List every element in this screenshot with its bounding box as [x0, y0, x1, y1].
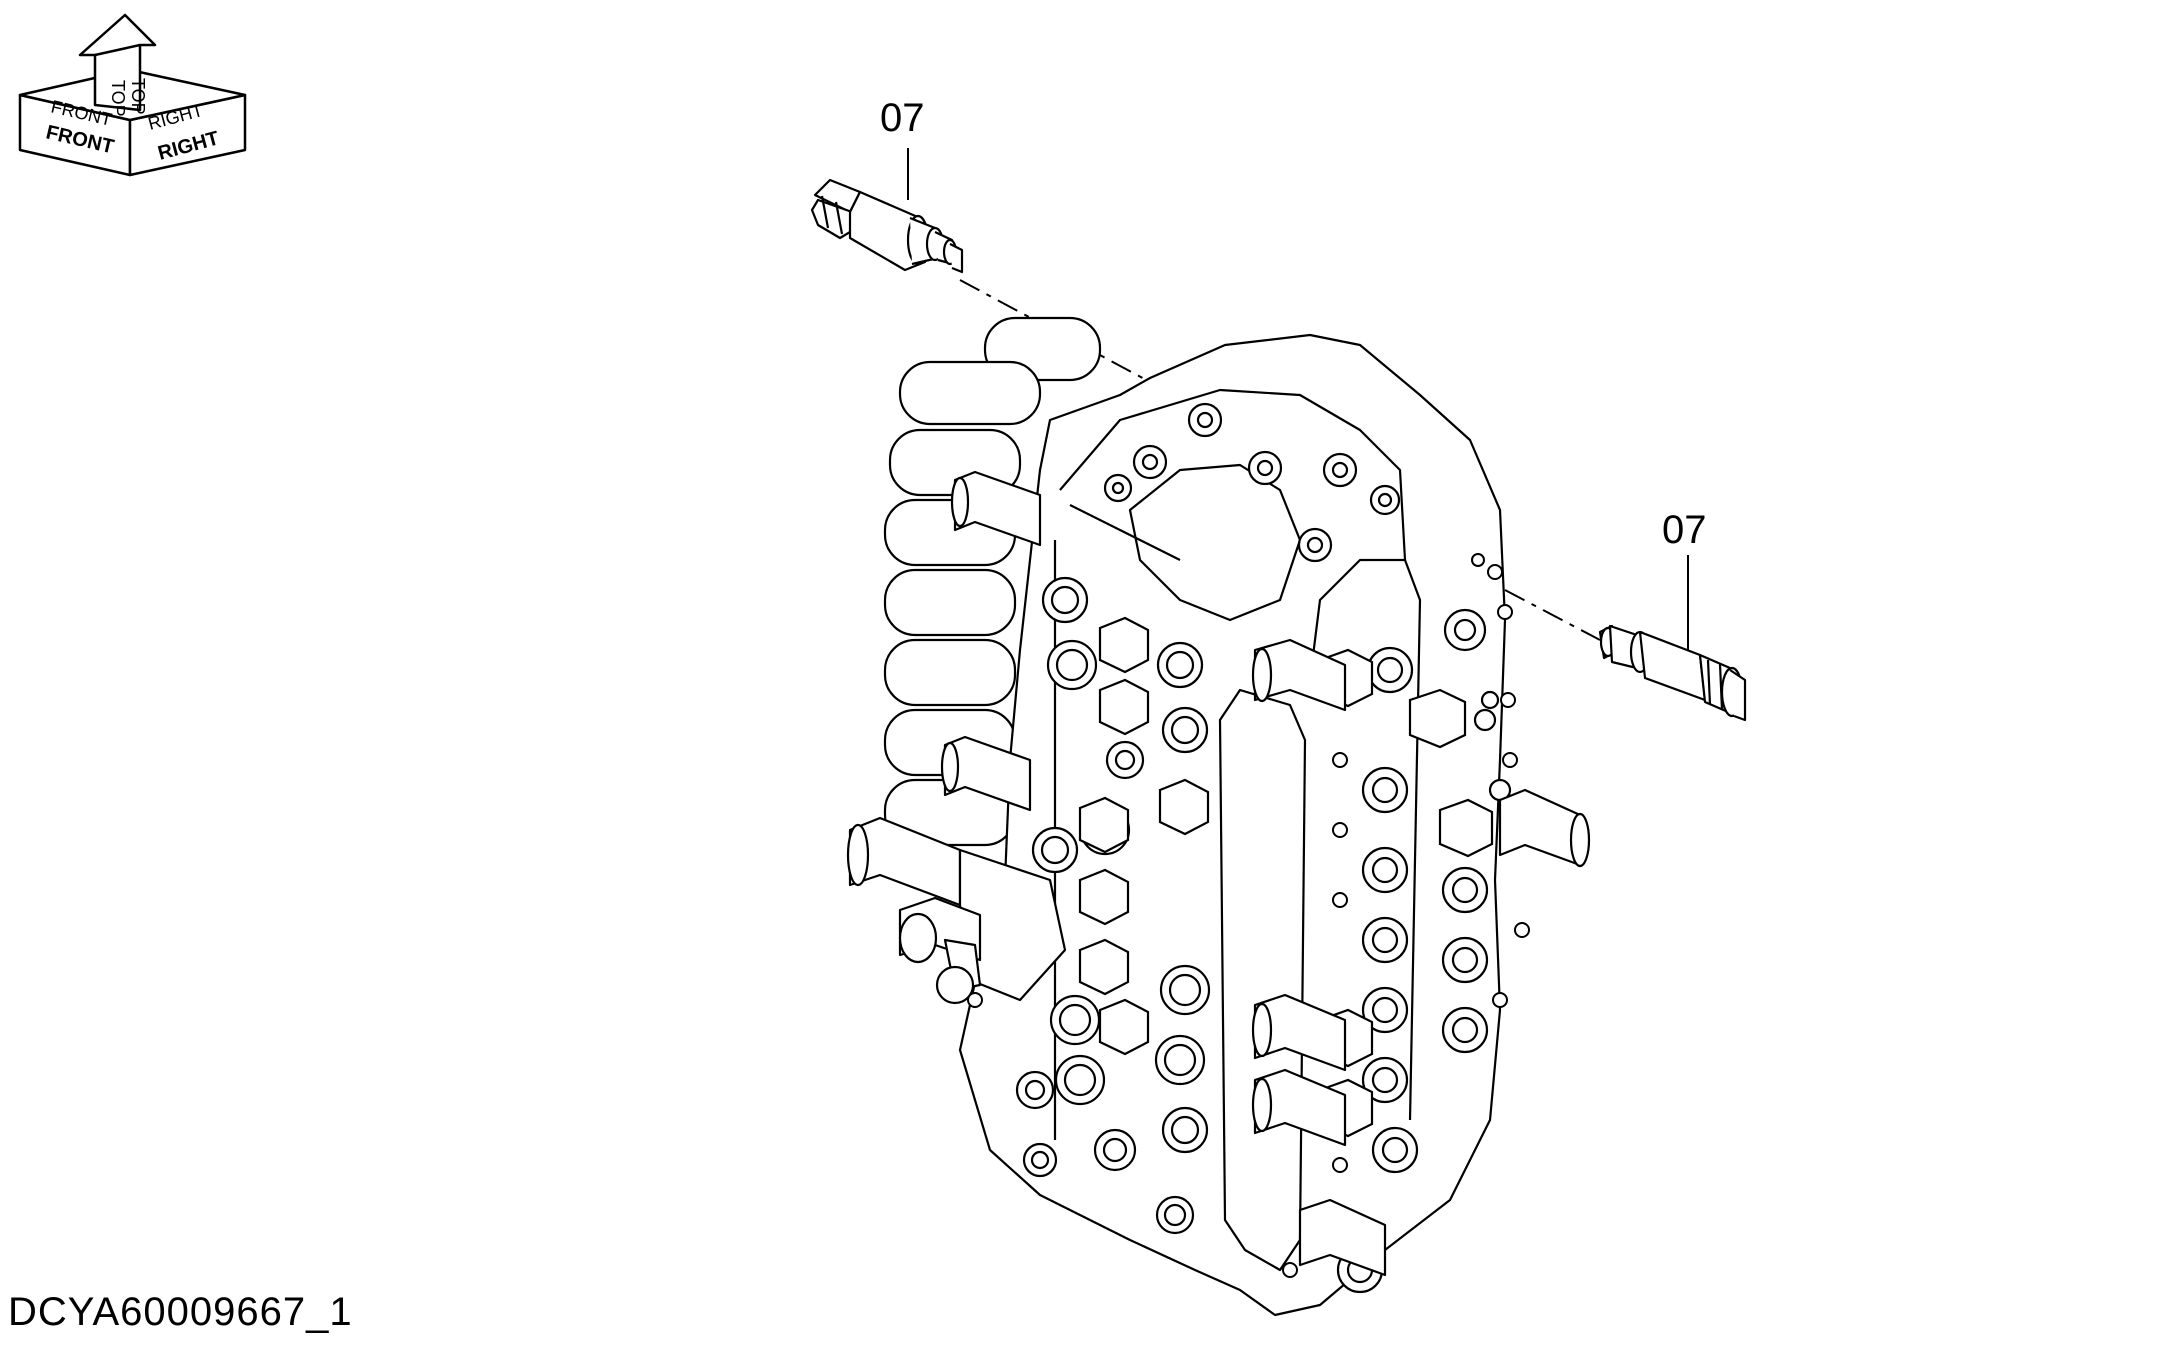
document-id: DCYA60009667_1	[8, 1290, 353, 1334]
leader-lines	[907, 148, 1689, 655]
side-cartridges	[846, 470, 1591, 1277]
callout-upper: 07	[880, 96, 925, 140]
orientation-indicator: FRONT FRONT TOP TOP RIGHT RIGHT	[18, 13, 247, 177]
left-hex-fittings	[1078, 616, 1210, 1056]
orientation-top-mirror-label: TOP	[128, 78, 148, 115]
top-bolts	[1103, 402, 1401, 563]
orientation-top-label: TOP	[108, 80, 128, 117]
callout-lower: 07	[1662, 508, 1707, 552]
small-fasteners	[967, 553, 1530, 1278]
relief-valve-lower	[1598, 624, 1747, 722]
left-face-ports	[1015, 576, 1211, 1235]
relief-valve-upper	[810, 178, 964, 274]
